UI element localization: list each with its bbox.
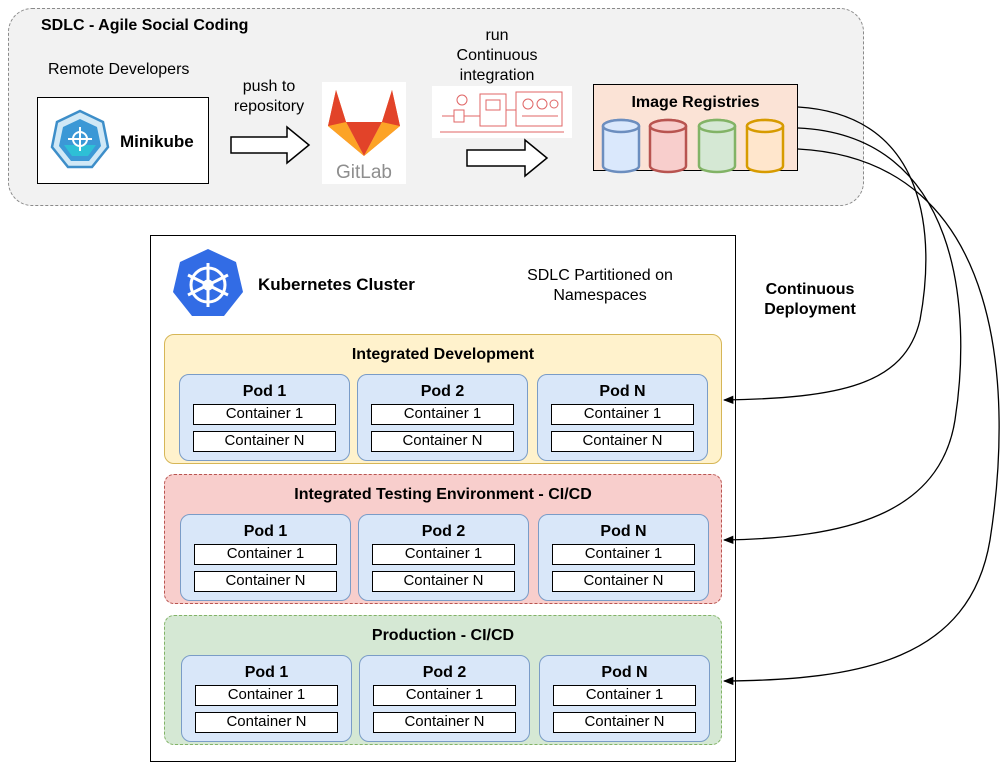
gitlab-icon bbox=[328, 90, 400, 156]
namespace-title: Integrated Testing Environment - CI/CD bbox=[294, 486, 592, 503]
container-box: Container N bbox=[551, 431, 694, 452]
sdlc-title: SDLC - Agile Social Coding bbox=[41, 17, 249, 34]
remote-developers-label: Remote Developers bbox=[48, 61, 190, 78]
pod-title: Pod 2 bbox=[421, 523, 466, 540]
pod-title: Pod 1 bbox=[244, 664, 289, 681]
pod-title: Pod N bbox=[599, 383, 646, 400]
image-registries-label: Image Registries bbox=[631, 94, 760, 111]
container-box: Container 1 bbox=[193, 404, 336, 425]
pod-title: Pod 2 bbox=[422, 664, 467, 681]
namespace-3: Production - CI/CD Pod 1 Container 1 Contai… bbox=[164, 615, 722, 745]
container-box: Container N bbox=[553, 712, 696, 733]
registry-cylinder bbox=[745, 118, 785, 174]
registry-cylinder bbox=[601, 118, 641, 174]
push-arrow bbox=[230, 125, 311, 165]
container-box: Container 1 bbox=[551, 404, 694, 425]
pod-box: Pod 2 Container 1 Container N bbox=[357, 374, 528, 461]
container-box: Container N bbox=[195, 712, 338, 733]
container-box: Container N bbox=[552, 571, 695, 592]
minikube-label: Minikube bbox=[120, 132, 194, 151]
container-box: Container 1 bbox=[553, 685, 696, 706]
deployment-arrow bbox=[722, 106, 927, 404]
pod-box: Pod 1 Container 1 Container N bbox=[179, 374, 350, 461]
pod-title: Pod N bbox=[600, 523, 647, 540]
container-box: Container 1 bbox=[371, 404, 514, 425]
pod-title: Pod 1 bbox=[243, 523, 288, 540]
container-box: Container N bbox=[373, 712, 516, 733]
pod-title: Pod 1 bbox=[242, 383, 287, 400]
namespace-2: Integrated Testing Environment - CI/CD Po… bbox=[164, 474, 722, 604]
container-box: Container 1 bbox=[195, 685, 338, 706]
pod-box: Pod N Container 1 Container N bbox=[539, 655, 710, 742]
ci-arrow bbox=[466, 138, 549, 178]
container-box: Container N bbox=[194, 571, 337, 592]
pod-title: Pod N bbox=[601, 664, 648, 681]
namespace-title: Integrated Development bbox=[351, 346, 535, 363]
container-box: Container N bbox=[372, 571, 515, 592]
continuous-integration-label: run Continuous integration bbox=[456, 27, 538, 84]
ci-pipeline-thumbnail bbox=[432, 86, 572, 138]
pod-box: Pod N Container 1 Container N bbox=[538, 514, 709, 601]
container-box: Container 1 bbox=[372, 544, 515, 565]
continuous-deployment-label: Continuous Deployment bbox=[764, 281, 856, 318]
container-box: Container 1 bbox=[552, 544, 695, 565]
registry-cylinder bbox=[697, 118, 737, 174]
registry-cylinder bbox=[648, 118, 688, 174]
minikube-box bbox=[37, 97, 209, 184]
partition-note: SDLC Partitioned on Namespaces bbox=[527, 267, 673, 304]
deployment-arrow bbox=[722, 148, 1000, 686]
gitlab-wordmark: GitLab bbox=[336, 162, 392, 183]
push-to-repository-label: push to repository bbox=[233, 78, 305, 115]
container-box: Container 1 bbox=[373, 685, 516, 706]
pod-box: Pod 1 Container 1 Container N bbox=[181, 655, 352, 742]
gitlab-logo bbox=[322, 82, 406, 184]
pod-box: Pod 2 Container 1 Container N bbox=[358, 514, 529, 601]
pod-box: Pod 1 Container 1 Container N bbox=[180, 514, 351, 601]
kubernetes-icon bbox=[173, 249, 243, 316]
pod-title: Pod 2 bbox=[420, 383, 465, 400]
deployment-arrow bbox=[722, 127, 962, 545]
container-box: Container N bbox=[371, 431, 514, 452]
pod-box: Pod N Container 1 Container N bbox=[537, 374, 708, 461]
container-box: Container N bbox=[193, 431, 336, 452]
container-box: Container 1 bbox=[194, 544, 337, 565]
pod-box: Pod 2 Container 1 Container N bbox=[359, 655, 530, 742]
minikube-icon bbox=[50, 109, 110, 169]
kubernetes-cluster-label: Kubernetes Cluster bbox=[258, 275, 415, 294]
ci-pipeline-icon bbox=[440, 91, 564, 133]
namespace-title: Production - CI/CD bbox=[371, 627, 515, 644]
